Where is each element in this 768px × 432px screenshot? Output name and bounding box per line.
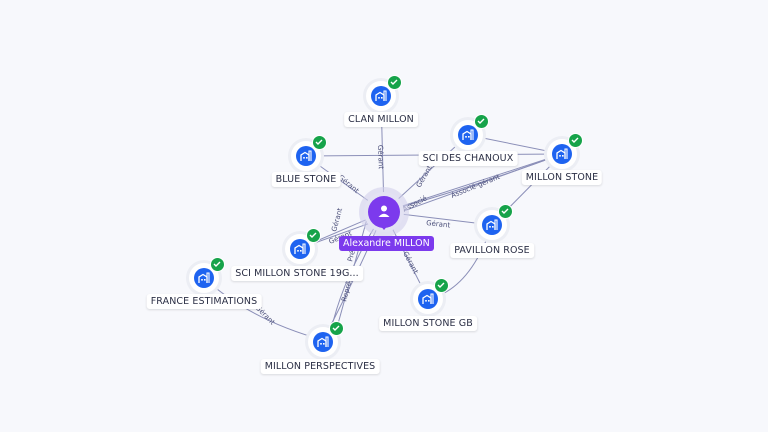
building-icon bbox=[552, 144, 572, 164]
company-node-millon-stone[interactable] bbox=[547, 133, 583, 169]
company-node-pavillon-rose[interactable] bbox=[477, 204, 513, 240]
person-icon bbox=[378, 205, 390, 217]
company-label-sci-millon-stone-19g[interactable]: SCI MILLON STONE 19G... bbox=[231, 266, 363, 281]
company-label-blue-stone[interactable]: BLUE STONE bbox=[271, 172, 341, 187]
company-node-millon-stone-gb[interactable] bbox=[413, 278, 449, 314]
person-label[interactable]: Alexandre MILLON bbox=[339, 236, 434, 251]
company-label-millon-stone-gb[interactable]: MILLON STONE GB bbox=[379, 316, 477, 331]
verified-check-icon bbox=[306, 228, 321, 243]
verified-check-icon bbox=[387, 75, 402, 90]
company-node-sci-millon-stone-19g[interactable] bbox=[285, 228, 321, 264]
verified-check-icon bbox=[498, 204, 513, 219]
edge-pavillon-rose bbox=[383, 211, 493, 226]
company-node-clan-millon[interactable] bbox=[366, 75, 402, 111]
building-icon bbox=[371, 86, 391, 106]
edge-label-stonegb: Gérant bbox=[401, 250, 419, 275]
company-label-clan-millon[interactable]: CLAN MILLON bbox=[344, 112, 418, 127]
building-icon bbox=[418, 289, 438, 309]
building-icon bbox=[290, 239, 310, 259]
edge-label-chanoux: Gérant bbox=[415, 164, 434, 189]
verified-check-icon bbox=[434, 278, 449, 293]
person-node[interactable] bbox=[368, 196, 400, 230]
verified-check-icon bbox=[474, 114, 489, 129]
company-label-sci-des-chanoux[interactable]: SCI DES CHANOUX bbox=[418, 151, 518, 166]
edge-chanoux-millonstone bbox=[467, 134, 563, 155]
building-icon bbox=[296, 146, 316, 166]
edge-label-millonstone-assoc: Associé-gérant bbox=[450, 173, 502, 200]
company-label-france-estimations[interactable]: FRANCE ESTIMATIONS bbox=[146, 294, 262, 309]
verified-check-icon bbox=[312, 135, 327, 150]
company-node-blue-stone[interactable] bbox=[291, 135, 327, 171]
building-icon bbox=[194, 268, 214, 288]
company-node-sci-des-chanoux[interactable] bbox=[453, 114, 489, 150]
building-icon bbox=[458, 125, 478, 145]
edge-label-perspectives-ger: Gérant bbox=[330, 207, 344, 233]
company-label-pavillon-rose[interactable]: PAVILLON ROSE bbox=[450, 243, 534, 258]
verified-check-icon bbox=[329, 321, 344, 336]
edge-millon-stone-1 bbox=[383, 153, 563, 213]
edge-label-pavillon: Gérant bbox=[426, 219, 451, 229]
company-node-millon-perspectives[interactable] bbox=[308, 321, 344, 357]
building-icon bbox=[482, 215, 502, 235]
edge-sci19-millonstone bbox=[297, 153, 563, 250]
verified-check-icon bbox=[568, 133, 583, 148]
edge-label-clan: Gérant bbox=[376, 145, 385, 170]
verified-check-icon bbox=[210, 257, 225, 272]
company-label-millon-perspectives[interactable]: MILLON PERSPECTIVES bbox=[260, 359, 380, 374]
company-node-france-estimations[interactable] bbox=[189, 257, 225, 293]
edge-sci-des-chanoux bbox=[383, 134, 469, 213]
company-label-millon-stone[interactable]: MILLON STONE bbox=[521, 170, 603, 185]
building-icon bbox=[313, 332, 333, 352]
